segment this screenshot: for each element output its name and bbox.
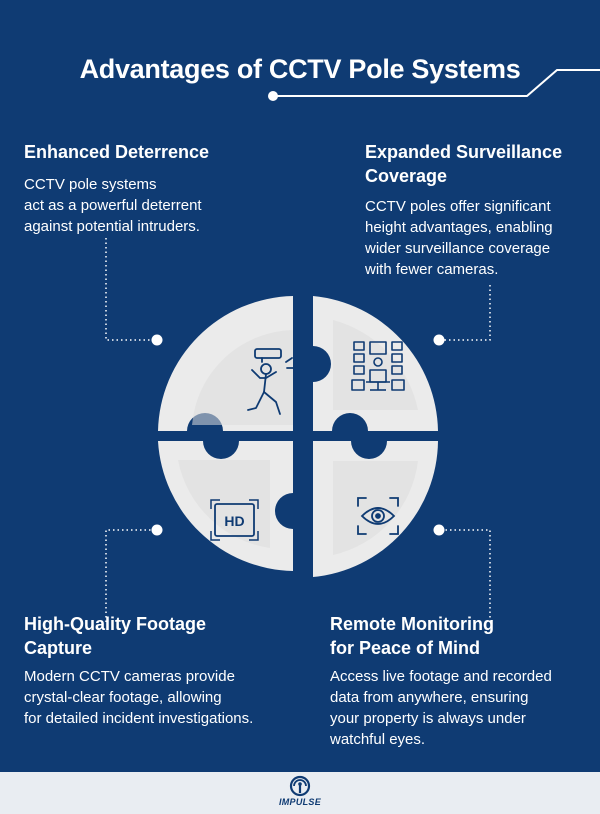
connectors bbox=[105, 238, 491, 622]
control-room-icon bbox=[351, 341, 405, 391]
impulse-logo-text: IMPULSE bbox=[278, 797, 322, 807]
footer: IMPULSE bbox=[0, 772, 600, 814]
coverage-body-line: height advantages, enabling bbox=[365, 219, 553, 236]
deterrence-body-line: against potential intruders. bbox=[24, 218, 200, 235]
title-underline bbox=[268, 69, 600, 101]
page-title: Advantages of CCTV Pole Systems bbox=[79, 54, 521, 84]
coverage-body-line: with fewer cameras. bbox=[365, 261, 499, 278]
footage-heading-line: High-Quality Footage bbox=[24, 614, 206, 634]
remote-body: Access live footage and recorded data fr… bbox=[330, 666, 552, 750]
remote-body-line: watchful eyes. bbox=[330, 731, 426, 748]
footage-heading: High-Quality Footage Capture bbox=[24, 612, 206, 660]
coverage-heading-line: Coverage bbox=[365, 166, 448, 186]
footage-body-line: for detailed incident investigations. bbox=[24, 710, 254, 727]
footage-body-line: Modern CCTV cameras provide bbox=[24, 668, 235, 685]
puzzle-circle bbox=[158, 296, 438, 577]
intruder-camera-icon bbox=[247, 348, 295, 415]
deterrence-heading: Enhanced Deterrence bbox=[24, 142, 210, 162]
remote-heading-line: for Peace of Mind bbox=[330, 638, 481, 658]
deterrence-body-line: CCTV pole systems bbox=[24, 176, 157, 193]
coverage-body: CCTV poles offer significant height adva… bbox=[365, 196, 553, 280]
puzzle-piece-top-right bbox=[313, 296, 438, 431]
remote-body-line: data from anywhere, ensuring bbox=[330, 689, 529, 706]
coverage-heading-line: Expanded Surveillance bbox=[365, 142, 563, 162]
remote-body-line: Access live footage and recorded bbox=[330, 668, 552, 685]
footage-body-line: crystal-clear footage, allowing bbox=[24, 689, 222, 706]
impulse-logo-icon bbox=[289, 775, 311, 797]
puzzle-piece-bottom-left bbox=[158, 441, 293, 571]
connector-dots bbox=[151, 334, 445, 536]
coverage-heading: Expanded Surveillance Coverage bbox=[365, 140, 562, 188]
footage-heading-line: Capture bbox=[24, 638, 93, 658]
deterrence-body: CCTV pole systems act as a powerful dete… bbox=[24, 174, 202, 237]
decorations: HD bbox=[105, 69, 600, 622]
puzzle-piece-top-left bbox=[158, 296, 293, 431]
footage-body: Modern CCTV cameras provide crystal-clea… bbox=[24, 666, 253, 729]
hd-icon: HD bbox=[210, 499, 259, 541]
infographic-panel: HD Advantages of CCTV Pole Systems Enhan… bbox=[0, 0, 600, 772]
eye-icon bbox=[357, 497, 399, 535]
coverage-body-line: wider surveillance coverage bbox=[365, 240, 551, 257]
coverage-body-line: CCTV poles offer significant bbox=[365, 198, 551, 215]
remote-body-line: your property is always under bbox=[330, 710, 526, 727]
remote-heading-line: Remote Monitoring bbox=[330, 614, 494, 634]
hd-icon-label: HD bbox=[224, 513, 244, 529]
deterrence-body-line: act as a powerful deterrent bbox=[24, 197, 202, 214]
remote-heading: Remote Monitoring for Peace of Mind bbox=[330, 612, 494, 660]
